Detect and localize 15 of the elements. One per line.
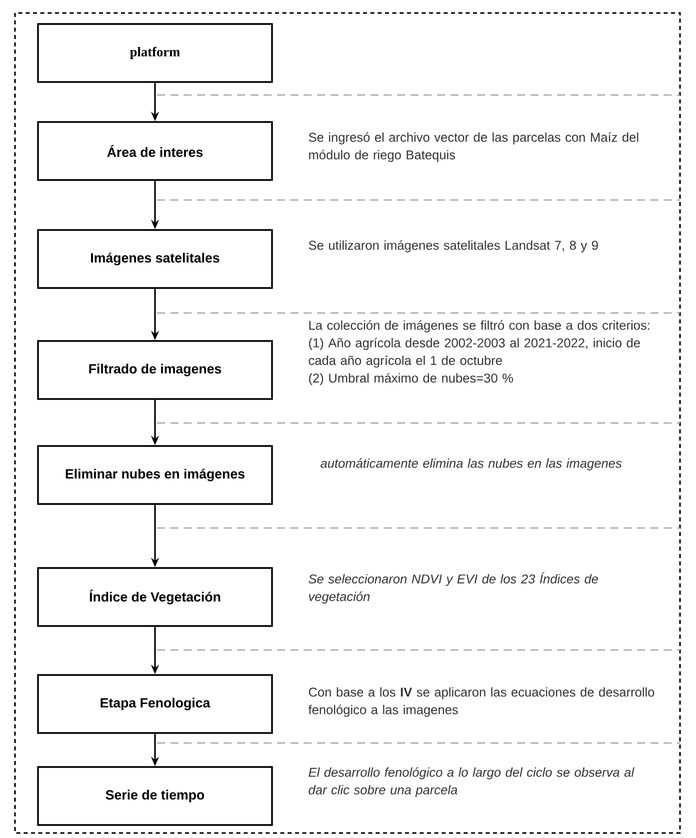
description-text: automáticamente elimina las nubes en las imagenes — [320, 458, 622, 470]
description-text: Con base a los IV se aplicaron las ecuaciones de desarrollo fenológico a las imagenes — [308, 687, 654, 717]
description-text: Se utilizaron imágenes satelitales Landsat 7, 8 y 9 — [308, 240, 598, 252]
process-box: Área de interes — [37, 121, 273, 181]
process-box: Etapa Fenologica — [37, 674, 273, 734]
process-box: Índice de Vegetación — [37, 567, 273, 627]
process-box: Imágenes satelitales — [37, 229, 273, 289]
process-box: platform — [37, 23, 273, 83]
description-text: Se ingresó el archivo vector de las parcelas con Maíz del módulo de riego Batequis — [308, 132, 638, 162]
description-text: Se seleccionaron NDVI y EVI de los 23 Índices de vegetación — [308, 572, 598, 604]
process-box: Eliminar nubes en imágenes — [37, 445, 273, 505]
process-box: Serie de tiempo — [37, 766, 273, 826]
description-text: La colección de imágenes se filtró con base a dos criterios: (1) Año agrícola desde 2002-2003 al 2021-2022, inicio de cada año agrícola el 1 de octubre (2) Umbral máximo de nubes=30 % — [308, 320, 650, 386]
description-text: El desarrollo fenológico a lo largo del ciclo se observa al dar clic sobre una parcela — [308, 767, 634, 797]
process-box: Filtrado de imagenes — [37, 340, 273, 400]
